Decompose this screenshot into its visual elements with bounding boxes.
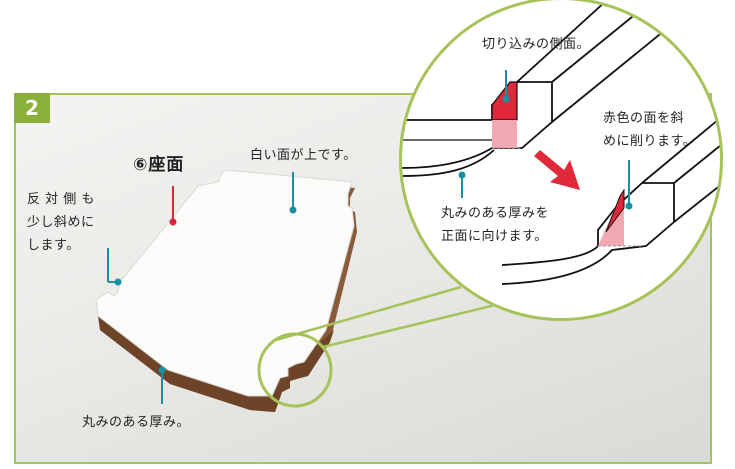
red-face-label-line-2: めに削ります。 [603,134,697,149]
front-label-line-2: 正面に向けます。 [441,229,548,244]
notch-side-label: 切り込みの側面。 [482,37,591,52]
step-number-badge: 2 [14,93,50,123]
opposite-side-label-line-2: 少し斜めに [27,215,95,230]
opposite-side-label-line-1: 反 対 側 も [27,192,95,207]
front-label-line-1: 丸みのある厚みを [441,206,550,221]
top-face-label: 白い面が上です。 [250,148,357,163]
zoom-detail-circle [399,0,723,321]
red-face-label-line-1: 赤色の面を斜 [603,111,685,126]
seat-label: ⑥座面 [133,155,185,175]
rounded-thickness-label: 丸みのある厚み。 [82,415,191,430]
opposite-side-label-line-3: します。 [27,238,80,253]
